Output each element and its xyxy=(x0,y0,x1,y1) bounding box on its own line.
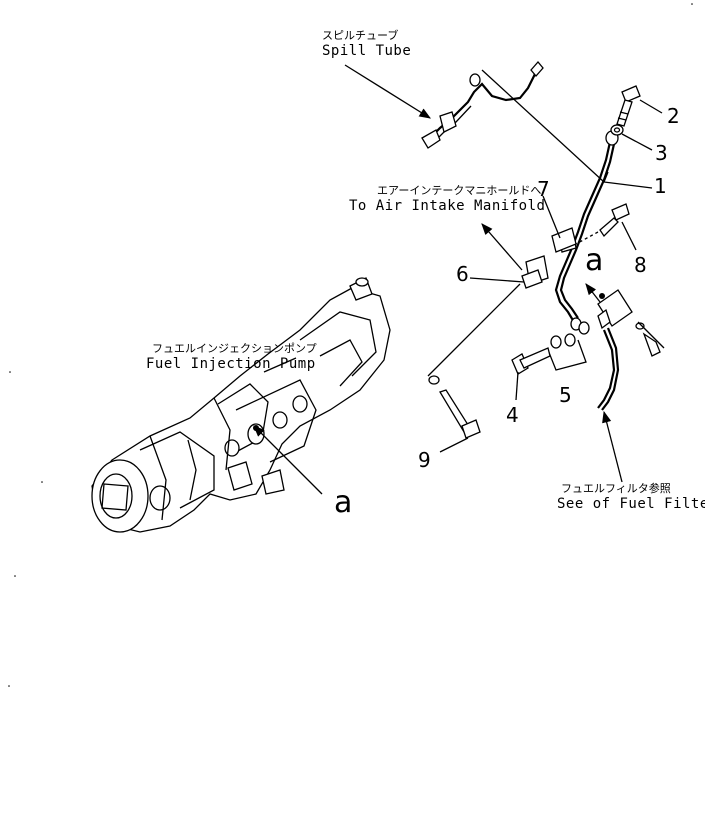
fuel-filter-fitting-drawing xyxy=(597,289,665,411)
pump-label-jp: フュエルインジェクションポンプ xyxy=(152,342,317,355)
spill-tube-label-jp: スピルチューブ xyxy=(322,29,399,42)
callout-4: 4 xyxy=(506,403,519,427)
washers-5-drawing xyxy=(547,321,590,371)
view-a-label-pump: a xyxy=(334,485,353,520)
air-intake-label-jp: エアーインテークマニホールドへ xyxy=(377,184,542,197)
pump-label-en: Fuel Injection Pump xyxy=(146,356,316,372)
callout-2: 2 xyxy=(667,104,680,128)
air-intake-arrow xyxy=(481,223,523,271)
fuel-injection-pump-drawing xyxy=(91,277,391,533)
view-a-arrow-pump xyxy=(253,425,323,495)
fuel-filter-leader xyxy=(602,410,623,483)
callout-7: 7 xyxy=(537,177,550,201)
fuel-filter-label-en: See of Fuel Filter xyxy=(557,496,705,512)
spill-tube-drawing xyxy=(421,60,544,149)
washer-3-drawing xyxy=(610,124,653,151)
callout-8: 8 xyxy=(634,253,647,277)
bracket-7-drawing xyxy=(542,195,577,253)
callout-3: 3 xyxy=(655,141,668,165)
tube-1-leader xyxy=(481,69,653,189)
callout-6: 6 xyxy=(456,262,469,286)
bracket-6-drawing xyxy=(469,255,549,289)
air-intake-label-en: To Air Intake Manifold xyxy=(349,198,546,214)
bolt-8-drawing xyxy=(575,203,637,251)
bolt-2-drawing xyxy=(616,85,663,127)
bolt-4-drawing xyxy=(511,347,551,401)
view-a-arrow-right xyxy=(585,283,605,303)
pump-label-leader xyxy=(263,357,297,373)
callout-1: 1 xyxy=(654,174,667,198)
bolt-9-drawing xyxy=(427,283,521,453)
spill-tube-label-en: Spill Tube xyxy=(322,43,412,59)
callout-5: 5 xyxy=(559,383,572,407)
spill-tube-leader xyxy=(344,64,431,119)
view-a-label-right: a xyxy=(585,243,604,278)
callout-9: 9 xyxy=(418,448,431,472)
scan-specks xyxy=(8,3,693,687)
fuel-filter-label-jp: フュエルフィルタ参照 xyxy=(561,482,671,495)
